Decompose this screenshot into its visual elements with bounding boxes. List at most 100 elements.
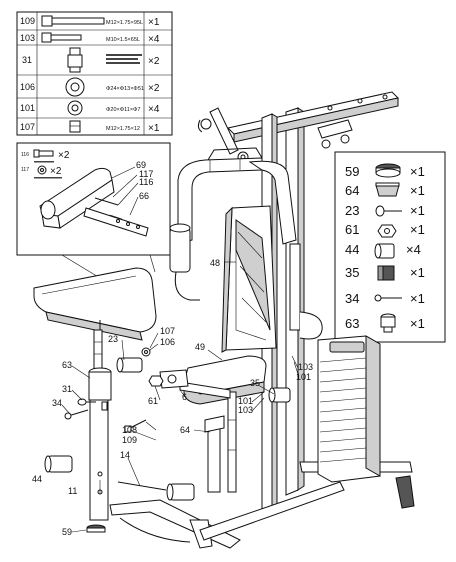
- preacher-curl-pad: [33, 267, 157, 341]
- hardware-table: 109 M12×1.75×95L ×1 103 M10×1.5×65L ×4 3…: [16, 11, 173, 136]
- hw-id: 117: [21, 167, 29, 173]
- legend-qty: ×1: [410, 203, 425, 218]
- leg-pad-detail-inset: 116 ×2 117 ×2: [16, 142, 171, 279]
- block-cap-icon: [377, 265, 395, 281]
- seat-post: [204, 391, 237, 493]
- callout-35: 35: [250, 378, 260, 388]
- part-qty: ×4: [148, 104, 160, 115]
- callout-61: 61: [148, 396, 158, 406]
- base-frame: [109, 461, 415, 549]
- bolt-icon: [33, 149, 54, 158]
- callout-34: 34: [52, 398, 62, 408]
- part-qty: ×2: [148, 83, 160, 94]
- table-row: 101 Φ20×Φ11×Φ7 ×4: [20, 100, 160, 116]
- press-handle-pad: [169, 223, 200, 301]
- callout-109: 109: [122, 435, 137, 445]
- roller-bar: [117, 481, 167, 491]
- bolt-icon: [94, 197, 119, 206]
- part-spec: M10×1.5×65L: [106, 37, 140, 43]
- legend-qty: ×1: [410, 291, 425, 306]
- selector-pin: [64, 409, 89, 420]
- callout-23: 23: [108, 334, 118, 344]
- callout-103-left: 103: [238, 405, 253, 415]
- legend-qty: ×1: [410, 265, 425, 280]
- part-spec: Φ24×Φ13×Φ51: [106, 86, 144, 92]
- leg-pad: [39, 167, 115, 229]
- washer: [141, 347, 151, 357]
- part-id: 31: [22, 55, 32, 65]
- home-gym-machine: [33, 91, 415, 549]
- sleeve-icon: [380, 313, 396, 333]
- callout-31: 31: [62, 384, 72, 394]
- legend-id: 35: [345, 265, 359, 280]
- pulley-bracket: [197, 107, 249, 163]
- part-id: 106: [20, 82, 35, 92]
- legend-item: 44 ×4: [345, 242, 421, 259]
- legend-qty: ×1: [410, 183, 425, 198]
- hex-knob: [148, 375, 164, 387]
- pull-pin-icon: [375, 205, 402, 217]
- legend-item: 34 ×1: [345, 291, 425, 306]
- callout-108: 108: [122, 425, 137, 435]
- part-id: 107: [20, 122, 35, 132]
- callout-48: 48: [210, 258, 220, 268]
- part-id: 101: [20, 103, 35, 113]
- back-pad: [221, 205, 277, 353]
- part-qty: ×1: [148, 17, 160, 28]
- bushing: [101, 401, 108, 411]
- washer-icon: [37, 165, 47, 175]
- legend-id: 23: [345, 203, 359, 218]
- front-stand-tube: [88, 367, 112, 521]
- legend-item: 64 ×1: [345, 182, 425, 198]
- top-beam: [227, 91, 399, 143]
- hw-qty: ×2: [58, 150, 70, 161]
- inset-callout: 69: [136, 160, 146, 170]
- press-handle-pad: [289, 243, 323, 340]
- rear-pulley-bracket: [317, 119, 353, 149]
- part-spec: Φ20×Φ11×Φ7: [106, 107, 140, 113]
- inset-callout: 66: [139, 191, 149, 201]
- foam-roller: [268, 387, 291, 403]
- callout-101-right: 101: [296, 372, 311, 382]
- pull-pin: [77, 398, 96, 406]
- legend-qty: ×1: [410, 316, 425, 331]
- table-row: 103 M10×1.5×65L ×4: [20, 32, 160, 45]
- preacher-post: [93, 329, 103, 371]
- bolt-icon: [41, 32, 82, 43]
- weight-stack: [317, 335, 381, 483]
- square-cap-icon: [375, 182, 400, 197]
- part-id: 103: [20, 33, 35, 43]
- spec-text-block: [106, 54, 142, 64]
- table-row: 107 M12×1.75×12 ×1: [20, 120, 160, 134]
- part-spec: M12×1.75×12: [106, 126, 140, 132]
- leg-extension-arm: [159, 369, 231, 399]
- nut-icon: [69, 120, 81, 133]
- inset-callout: 116: [139, 177, 153, 187]
- legend-id: 59: [345, 164, 359, 179]
- callout-101-left: 101: [238, 396, 253, 406]
- callout-103-right: 103: [298, 362, 313, 372]
- foam-roller: [116, 357, 143, 373]
- legend-qty: ×4: [406, 242, 421, 257]
- selector-pin-icon: [374, 294, 402, 302]
- legend-item: 23 ×1: [345, 203, 425, 218]
- legend-id: 44: [345, 242, 359, 257]
- part-spec: M12×1.75×95L: [106, 20, 143, 26]
- legend-item: 63 ×1: [345, 313, 425, 333]
- large-washer-icon: [65, 77, 85, 97]
- bolt: [124, 419, 147, 433]
- hw-id: 116: [21, 152, 29, 158]
- part-qty: ×4: [148, 34, 160, 45]
- callout-leaders: [61, 261, 299, 533]
- hw-qty: ×2: [50, 166, 62, 177]
- foam-roller: [166, 483, 195, 501]
- legend-id: 34: [345, 291, 359, 306]
- foam-roller-icon: [374, 243, 395, 259]
- leg-tube: [83, 207, 149, 237]
- callout-14: 14: [120, 450, 130, 460]
- callout-59: 59: [62, 527, 72, 537]
- legend-item: 59 ×1: [345, 163, 425, 179]
- callout-6: 6: [182, 392, 187, 402]
- legend-item: 35 ×1: [345, 265, 425, 281]
- hex-knob-icon: [377, 224, 397, 238]
